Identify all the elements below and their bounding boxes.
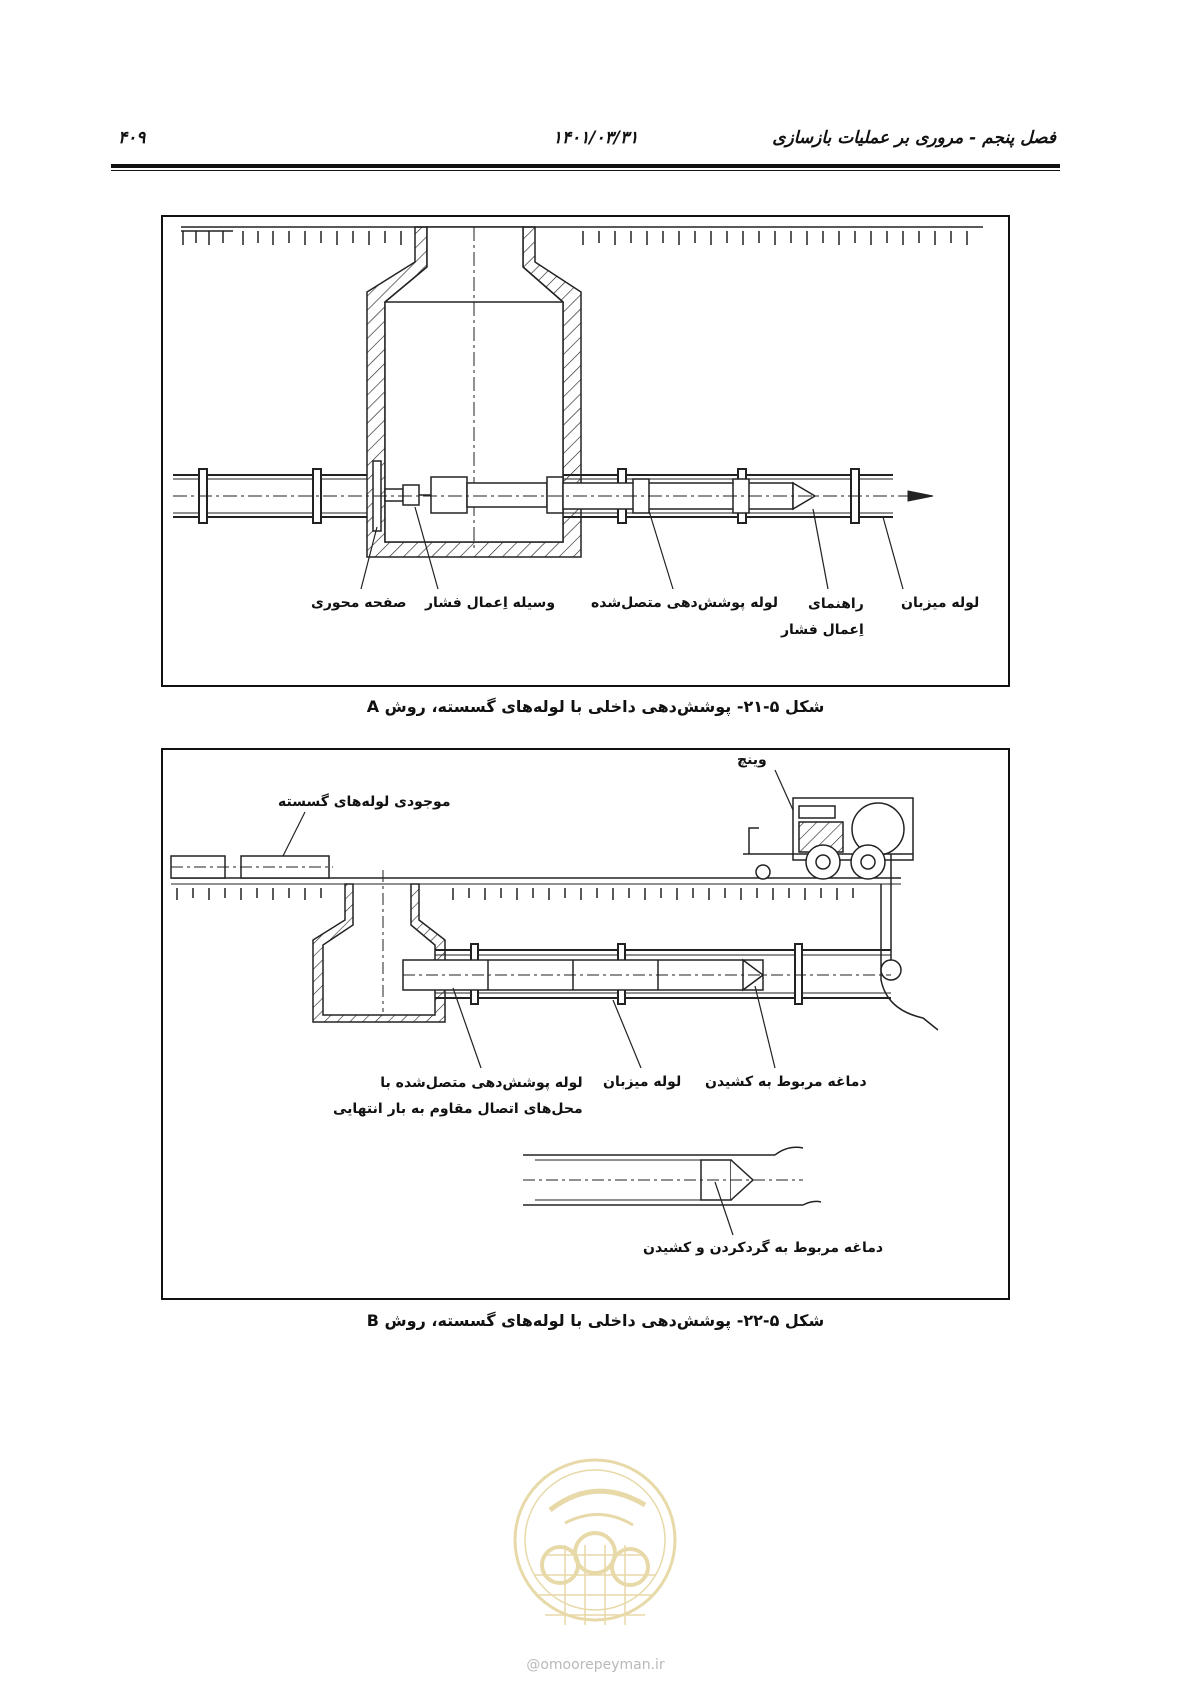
- label-host-pipe: لوله میزبان: [901, 595, 980, 611]
- label-liner-line2: محل‌های اتصال مقاوم به بار انتهایی: [333, 1101, 583, 1117]
- winch-pit: [880, 854, 939, 1031]
- caption-figure-b: شکل ۵-۲۲- پوشش‌دهی داخلی با لوله‌های گسس…: [366, 1311, 825, 1330]
- ground-surface: [171, 877, 901, 900]
- label-guide-line2: اِعمال فشار: [781, 622, 864, 638]
- manhole-shaft: [366, 226, 582, 558]
- chapter-title: فصل پنجم - مروری بر عملیات بازسازی: [772, 128, 1056, 148]
- leader-lines: [452, 985, 776, 1069]
- page-number: ۴۰۹: [118, 128, 146, 148]
- launch-manhole: [312, 870, 446, 1023]
- winch: [743, 769, 914, 880]
- label-guide-line1: راهنمای: [808, 596, 864, 612]
- label-pressure-device: وسیله اِعمال فشار: [425, 595, 556, 611]
- figure-b: وینچ موجودی لوله‌های گسسته لوله پوشش‌دهی…: [161, 748, 1010, 1300]
- watermark-seal-icon: [513, 1458, 677, 1625]
- ground-surface: [181, 226, 983, 245]
- pipe-centerline: [173, 490, 934, 502]
- nose-detail: [523, 1146, 822, 1236]
- figure-b-drawing: [170, 769, 939, 1236]
- stock-pipes: [170, 811, 333, 879]
- label-connected-liner: لوله پوشش‌دهی متصل‌شده با محل‌های اتصال …: [333, 1070, 583, 1122]
- header-date: ۱۴۰۱/۰۳/۳۱: [552, 128, 639, 148]
- label-liner-line1: لوله پوشش‌دهی متصل‌شده با: [380, 1075, 583, 1091]
- caption-figure-a: شکل ۵-۲۱- پوشش‌دهی داخلی با لوله‌های گسس…: [366, 697, 825, 716]
- connected-liner: [402, 958, 891, 992]
- figure-a: صفحه محوری وسیله اِعمال فشار لوله پوشش‌د…: [161, 215, 1010, 687]
- label-pull-nose: دماغه مربوط به کشیدن: [705, 1074, 867, 1090]
- label-stock-pipes: موجودی لوله‌های گسسته: [278, 794, 451, 810]
- header-rule-thin: [111, 170, 1060, 171]
- header-rule-thick: [111, 164, 1060, 168]
- leader-lines: [360, 506, 904, 590]
- label-guide: راهنمای اِعمال فشار: [781, 591, 864, 643]
- figure-a-drawing: [173, 226, 983, 590]
- label-connected-liner: لوله پوشش‌دهی متصل‌شده: [591, 595, 778, 611]
- label-axial-plate: صفحه محوری: [311, 595, 407, 611]
- watermark-website: @omoorepeyman.ir: [526, 1657, 665, 1673]
- pressure-device: [384, 476, 564, 514]
- label-winch: وینچ: [737, 752, 767, 768]
- label-host-pipe: لوله میزبان: [603, 1074, 682, 1090]
- label-round-nose: دماغه مربوط به گردکردن و کشیدن: [643, 1240, 884, 1256]
